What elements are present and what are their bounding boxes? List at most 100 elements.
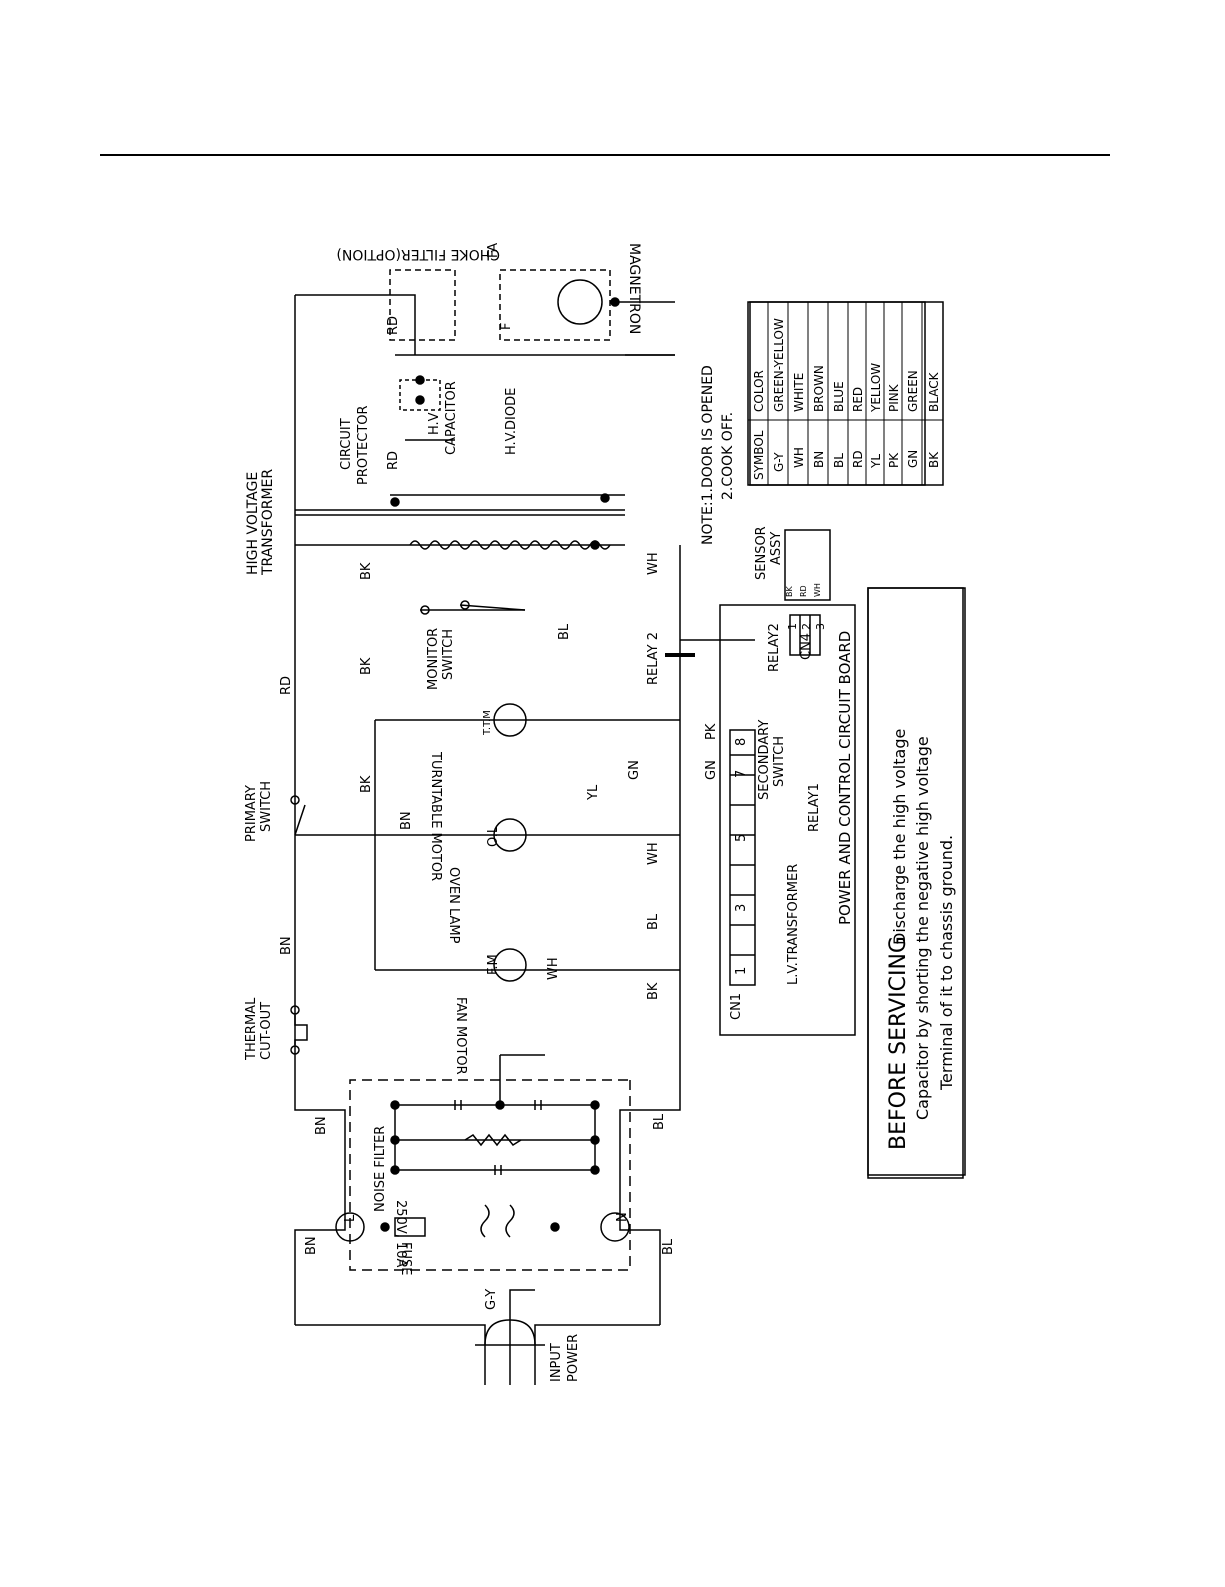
label-pin1: 1 <box>734 967 749 975</box>
cn1-connector <box>729 729 756 986</box>
label-rd-left: RD <box>279 676 294 695</box>
label-secondary-switch-2: SWITCH <box>772 736 787 787</box>
wire-bn-main <box>294 800 346 1325</box>
label-pin7: 7 <box>734 770 749 778</box>
label-cn4-pin2: 2 <box>800 623 813 630</box>
warning-line2: Capacitor by shorting the negative high … <box>913 736 932 1120</box>
label-fa: FA <box>486 243 501 258</box>
warning-line1: Discharge the high voltage <box>890 729 909 945</box>
choke-filter-box <box>389 269 456 341</box>
label-cn4-pin3: 3 <box>814 623 827 630</box>
magnetron-box <box>499 269 611 341</box>
fuse-symbol <box>394 1217 426 1237</box>
label-gy: G-Y <box>484 1289 499 1310</box>
label-circuit-protector-2: PROTECTOR <box>356 405 371 485</box>
label-cn4-pin1: 1 <box>786 623 799 630</box>
labels-layer: CHOKE FILTER(OPTION) MAGNETRON FA F RD R… <box>244 243 854 1382</box>
color-row-2-color: BROWN <box>812 365 826 412</box>
color-table-header-symbol: SYMBOL <box>752 430 766 480</box>
label-thermal-2: CUT-OUT <box>259 1002 274 1060</box>
color-table: SYMBOL COLOR G-Y GREEN-YELLOW WH WHITE B… <box>747 301 944 486</box>
oven-lamp-symbol <box>493 818 527 852</box>
label-hv-capacitor-1: H.V <box>427 412 442 435</box>
label-bl-3: BL <box>652 1113 667 1130</box>
label-pin8: 8 <box>734 738 749 746</box>
label-gn-1: GN <box>627 760 642 780</box>
label-ol: O.L <box>486 825 501 847</box>
label-sensor-rd: RD <box>799 585 808 597</box>
label-bk-1: BK <box>359 562 374 580</box>
color-row-1-symbol: WH <box>792 447 806 468</box>
label-relay2-coil: RELAY 2 <box>646 632 661 685</box>
color-row-0-color: GREEN-YELLOW <box>772 318 786 412</box>
label-hvt-2: TRANSFORMER <box>260 469 276 576</box>
label-secondary-switch-1: SECONDARY <box>757 720 772 800</box>
label-hvt-1: HIGH VOLTAGE <box>245 472 261 575</box>
label-oven-lamp: OVEN LAMP <box>446 867 461 944</box>
color-row-0-symbol: G-Y <box>772 452 786 472</box>
color-row-7-color: GREEN <box>906 370 920 412</box>
label-input-power-2: POWER <box>566 1334 581 1382</box>
label-bl-1: BL <box>557 623 572 640</box>
label-sensor-1: SENSOR <box>754 526 769 580</box>
label-hv-capacitor-2: CAPACITOR <box>444 381 459 455</box>
label-magnetron: MAGNETRON <box>626 243 642 334</box>
label-relay1: RELAY1 <box>807 783 822 832</box>
turntable-motor-symbol <box>493 703 527 737</box>
label-fan-motor: FAN MOTOR <box>453 997 468 1075</box>
label-note-2: 2.COOK OFF. <box>720 412 736 500</box>
warning-line3: Terminal of it to chassis ground. <box>937 835 956 1091</box>
label-bk-3: BK <box>359 775 374 793</box>
color-table-header-color: COLOR <box>752 370 766 412</box>
label-fuse: FUSE <box>398 1242 413 1275</box>
label-circuit-protector-1: CIRCUIT <box>339 418 354 470</box>
color-row-5-color: YELLOW <box>869 363 883 413</box>
label-n: N <box>615 1212 630 1222</box>
color-row-7-symbol: GN <box>906 450 920 468</box>
color-row-6-color: PINK <box>887 383 901 412</box>
label-sensor-wh: WH <box>813 583 822 597</box>
label-l: L <box>343 1214 358 1222</box>
magnetron-symbol <box>557 279 603 325</box>
label-bl-2: BL <box>646 913 661 930</box>
label-choke-filter: CHOKE FILTER(OPTION) <box>336 246 500 262</box>
label-bn-3: BN <box>314 1116 329 1135</box>
label-lv-transformer: L.V.TRANSFORMER <box>786 864 801 985</box>
color-row-4-color: RED <box>851 387 865 412</box>
label-gn-2: GN <box>704 760 719 780</box>
label-rd-mid: RD <box>386 451 401 470</box>
label-monitor-switch-1: MONITOR <box>426 628 441 690</box>
label-note-1: NOTE:1.DOOR IS OPENED <box>700 365 716 545</box>
label-sensor-2: ASSY <box>769 532 784 565</box>
color-row-3-symbol: BL <box>832 453 846 468</box>
label-hv-diode: H.V.DIODE <box>504 388 519 455</box>
label-wh-1: WH <box>646 552 661 575</box>
label-wh-2: WH <box>646 842 661 865</box>
color-row-4-symbol: RD <box>851 450 865 468</box>
sensor-assy <box>784 529 831 601</box>
label-yl: YL <box>586 784 601 801</box>
label-tm: T.T.M <box>482 710 493 736</box>
label-noise-filter: NOISE FILTER <box>373 1126 388 1212</box>
terminal-n <box>600 1212 630 1242</box>
label-rd-top: RD <box>386 316 401 335</box>
noise-filter-box <box>349 1079 631 1271</box>
label-pk: PK <box>704 723 719 740</box>
color-row-1-color: WHITE <box>792 373 806 412</box>
cn4-connector <box>789 614 821 656</box>
fan-motor-symbol <box>493 948 527 982</box>
control-board <box>719 604 856 1036</box>
label-fm: F.M <box>486 954 501 975</box>
label-bk-2: BK <box>359 657 374 675</box>
wire-bl-main <box>619 545 681 1325</box>
color-row-6-symbol: PK <box>887 452 901 468</box>
label-fuse-rating: 250V, 10A <box>393 1200 408 1268</box>
label-bn-2: BN <box>399 811 414 830</box>
label-sensor-bk: BK <box>785 586 794 597</box>
label-turntable-motor: TURNTABLE MOTOR <box>428 751 443 881</box>
color-row-8-color: BLACK <box>927 371 941 412</box>
warning-panel: BEFORE SERVICING Discharge the high volt… <box>867 587 966 1176</box>
label-cn1: CN1 <box>729 993 744 1020</box>
label-pin3: 3 <box>734 904 749 912</box>
